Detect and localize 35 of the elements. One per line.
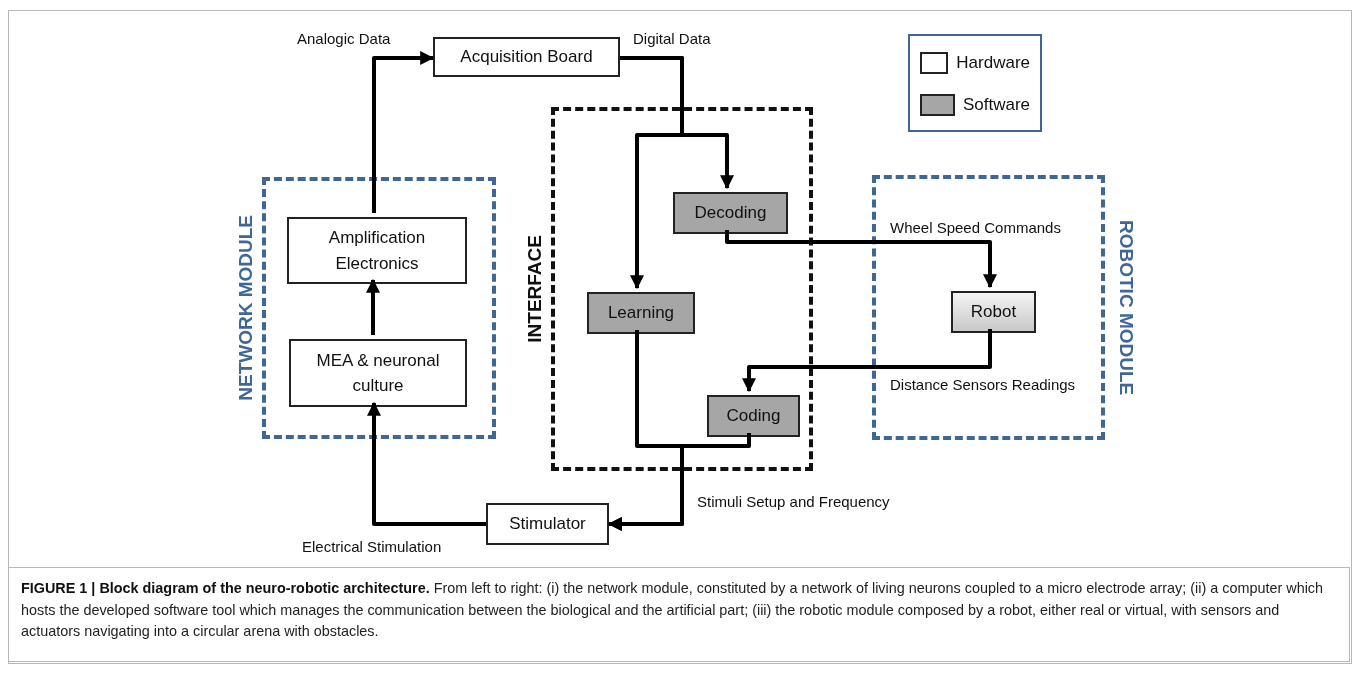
block-box <box>486 503 609 545</box>
module-title: INTERFACE <box>522 235 546 343</box>
block-box <box>707 395 800 437</box>
module-title: ROBOTIC MODULE <box>1115 219 1139 396</box>
arrow <box>742 329 992 393</box>
arrow <box>725 230 997 289</box>
block-label: Learning <box>607 302 675 325</box>
arrow <box>372 51 435 213</box>
edge-label: Distance Sensors Readings <box>890 376 1076 393</box>
block-label: Amplification Electronics <box>327 227 427 275</box>
arrow <box>620 56 684 290</box>
block-label: Coding <box>726 405 781 428</box>
block-box <box>587 292 695 334</box>
edge-label: Electrical Stimulation <box>302 538 442 555</box>
edge-label: Wheel Speed Commands <box>890 219 1061 236</box>
block-box <box>433 37 620 77</box>
block-box <box>289 339 467 407</box>
arrow <box>607 433 751 531</box>
block-box <box>673 192 788 234</box>
legend-label: Software <box>962 95 1030 115</box>
block-box <box>951 291 1036 333</box>
legend-label: Hardware <box>956 53 1030 73</box>
block-label: MEA & neuronal culture <box>315 349 441 397</box>
block-label: Acquisition Board <box>460 46 593 69</box>
block-label: Decoding <box>694 202 767 225</box>
edge-label: Stimuli Setup and Frequency <box>697 493 890 510</box>
block-label: Robot <box>970 301 1017 324</box>
block-box <box>287 217 467 284</box>
block-label: Stimulator <box>509 513 586 536</box>
module-title: NETWORK MODULE <box>233 215 257 401</box>
edge-label: Digital Data <box>633 30 711 47</box>
figure-caption: FIGURE 1 | Block diagram of the neuro-robotic architecture. From left to right: (i) the network module, constituted by a network of living neurons coupled to a micro electrode array; (ii) a computer which hosts the developed software tool which manages the communication between the biological and the artificial part; (iii) the robotic module composed by a robot, either real or virtual, with sensors and actuators navigating into a circular arena with obstacles. <box>8 567 1350 662</box>
edge-label: Analogic Data <box>297 30 391 47</box>
arrow <box>367 401 486 526</box>
arrow <box>366 278 380 335</box>
